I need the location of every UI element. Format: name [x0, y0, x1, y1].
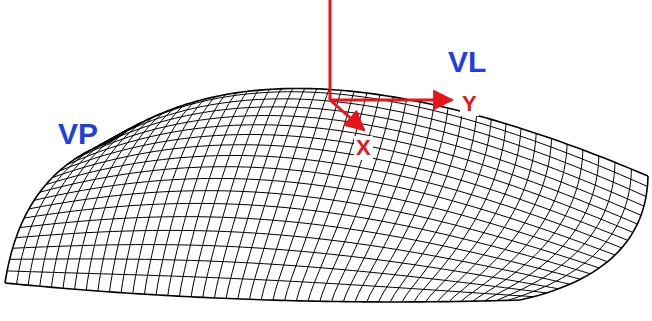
mesh-line — [20, 217, 581, 280]
mesh-line — [214, 89, 282, 298]
mesh-line — [343, 102, 420, 302]
mesh-line — [168, 93, 239, 296]
mesh-line — [40, 127, 134, 287]
mesh-line — [144, 96, 217, 294]
mesh-line — [86, 110, 169, 290]
x-axis — [330, 100, 364, 130]
view-label: VL — [446, 46, 488, 78]
mesh-line — [24, 203, 590, 273]
mesh-line — [496, 162, 615, 300]
axis-label: Y — [460, 92, 479, 116]
mesh-line — [402, 119, 491, 301]
mesh-line — [461, 144, 567, 301]
mesh-line — [473, 150, 583, 301]
mesh-line — [367, 108, 448, 302]
mesh-line — [133, 98, 208, 293]
mesh-line — [520, 176, 648, 300]
coordinate-axes — [330, 0, 452, 130]
mesh-line — [110, 104, 189, 292]
mesh-line — [34, 178, 607, 261]
mesh-line — [449, 139, 551, 302]
mesh-line — [226, 88, 294, 298]
mesh-line — [426, 128, 521, 301]
mesh-line — [191, 90, 260, 297]
mesh-line — [203, 89, 272, 297]
mesh-line — [28, 131, 126, 285]
mesh-line — [320, 97, 394, 301]
mesh-line — [52, 145, 627, 241]
mesh-line — [179, 91, 249, 296]
mesh-line — [13, 245, 559, 289]
mesh-line — [390, 115, 476, 302]
mesh-line — [414, 124, 506, 302]
mesh-line — [508, 169, 631, 300]
mesh-line — [308, 95, 380, 301]
mesh-line — [355, 105, 434, 302]
view-label: VP — [56, 118, 100, 150]
wireframe-mesh — [5, 88, 648, 301]
mesh-line — [74, 116, 641, 216]
axis-label: X — [354, 136, 373, 160]
y-axis — [330, 99, 452, 102]
mesh-line — [29, 191, 599, 268]
mesh-line — [332, 99, 407, 301]
mesh-line — [437, 133, 536, 301]
z-axis — [329, 0, 332, 100]
mesh-line — [7, 271, 534, 297]
